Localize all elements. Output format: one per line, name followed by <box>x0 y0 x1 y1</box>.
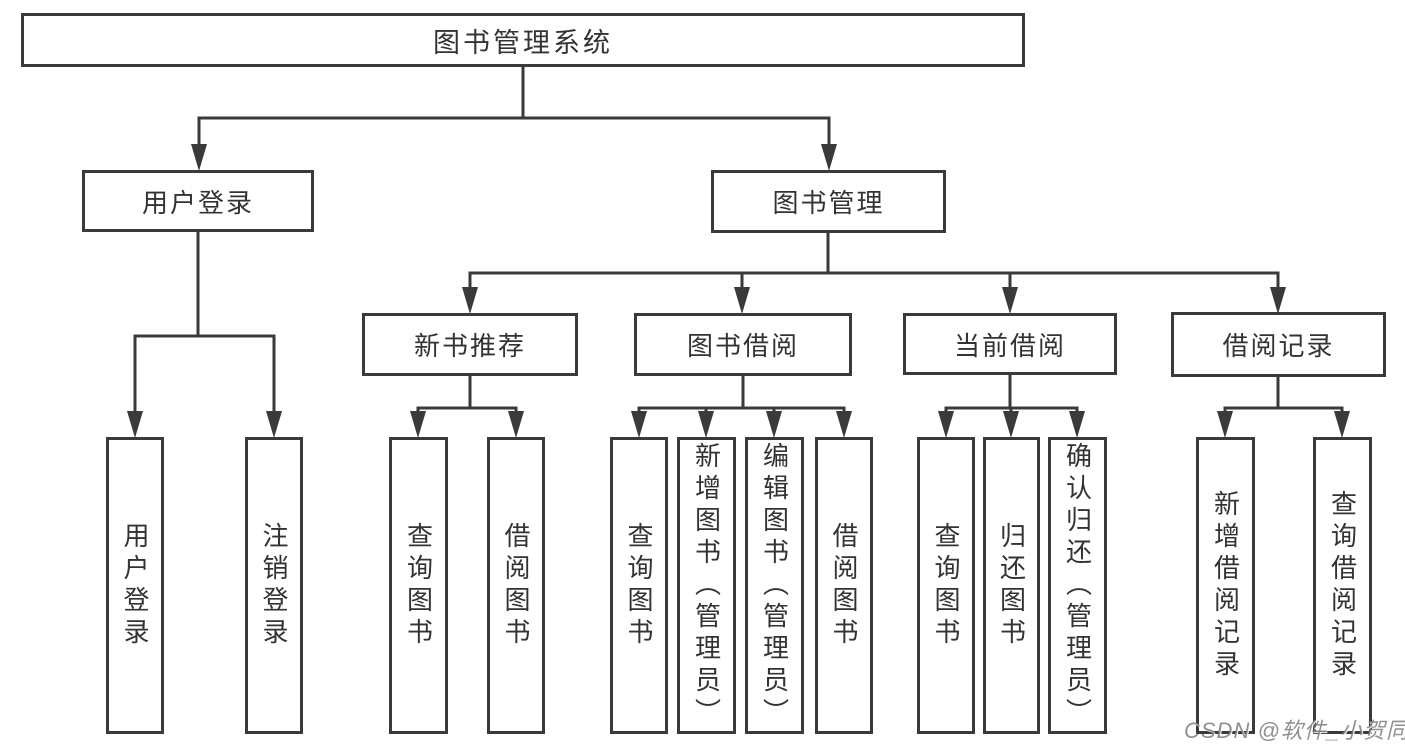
node-label: 归还图书 <box>996 521 1027 650</box>
node-label: 图书管理系统 <box>433 27 613 58</box>
leaf-edit-book-admin: 编辑图书（管理员） <box>745 437 804 734</box>
leaf-query-borrow-record: 查询借阅记录 <box>1313 437 1372 734</box>
leaf-add-borrow-record: 新增借阅记录 <box>1196 437 1255 734</box>
leaf-confirm-return-admin: 确认归还（管理员） <box>1048 437 1107 734</box>
leaf-borrow-query-book: 查询图书 <box>610 437 668 734</box>
node-label: 用户登录 <box>120 521 150 650</box>
arrow-down-icon <box>410 411 426 438</box>
node-label: 查询借阅记录 <box>1327 489 1358 682</box>
watermark: CSDN @软件_小贺同学 <box>1184 718 1405 743</box>
arrow-down-icon <box>1334 411 1350 438</box>
leaf-add-book-admin: 新增图书（管理员） <box>677 437 736 734</box>
connector-borrowrecord-to-leaves <box>1223 377 1344 414</box>
node-label: 借阅记录 <box>1222 331 1335 361</box>
node-label: 查询图书 <box>403 521 434 650</box>
node-label: 查询图书 <box>624 521 654 650</box>
node-library-management-system: 图书管理系统 <box>21 13 1025 67</box>
leaf-newrec-query-book: 查询图书 <box>389 437 448 734</box>
leaf-borrow-borrow-book: 借阅图书 <box>815 437 873 734</box>
arrow-down-icon <box>1270 287 1286 314</box>
node-book-management: 图书管理 <box>711 170 946 233</box>
node-label: 图书管理 <box>772 188 885 218</box>
leaf-current-query-book: 查询图书 <box>917 437 975 734</box>
node-book-borrow: 图书借阅 <box>634 313 852 376</box>
connector-currentborrow-to-leaves <box>944 375 1079 414</box>
node-label: 用户登录 <box>141 187 254 218</box>
arrow-down-icon <box>462 287 478 314</box>
node-label: 确认归还（管理员） <box>1062 441 1093 730</box>
arrow-down-icon <box>821 144 837 171</box>
arrow-down-icon <box>191 144 207 171</box>
arrow-down-icon <box>938 411 954 438</box>
arrow-down-icon <box>127 411 143 438</box>
node-label: 借阅图书 <box>829 521 859 650</box>
connector-bookborrow-to-leaves <box>637 376 846 414</box>
leaf-newrec-borrow-book: 借阅图书 <box>487 437 545 734</box>
connector-newrec-to-leaves <box>416 376 518 414</box>
arrow-down-icon <box>1002 287 1018 314</box>
node-label: 借阅图书 <box>501 521 531 650</box>
arrow-down-icon <box>1003 411 1019 438</box>
connector-root-to-level1 <box>197 67 831 148</box>
arrow-down-icon <box>1217 411 1233 438</box>
node-new-book-recommend: 新书推荐 <box>362 313 578 376</box>
arrow-down-icon <box>698 411 714 438</box>
node-label: 编辑图书（管理员） <box>759 441 790 730</box>
arrow-down-icon <box>631 411 647 438</box>
node-label: 查询图书 <box>931 521 961 650</box>
connector-bookmgmt-to-level2 <box>468 233 1280 290</box>
node-borrow-record: 借阅记录 <box>1171 312 1386 377</box>
arrow-down-icon <box>508 411 524 438</box>
node-label: 注销登录 <box>259 521 289 650</box>
node-label: 当前借阅 <box>953 330 1066 361</box>
arrow-down-icon <box>836 411 852 438</box>
arrowheads <box>127 144 1350 438</box>
node-label: 新增借阅记录 <box>1210 489 1241 682</box>
arrow-down-icon <box>766 411 782 438</box>
arrow-down-icon <box>734 287 750 314</box>
connector-userlogin-to-leaves <box>133 232 276 414</box>
node-current-borrow: 当前借阅 <box>903 313 1117 375</box>
node-label: 新增图书（管理员） <box>691 441 722 730</box>
leaf-user-login: 用户登录 <box>106 437 164 734</box>
node-label: 新书推荐 <box>413 331 526 361</box>
leaf-return-book: 归还图书 <box>983 437 1040 734</box>
leaf-logout-login: 注销登录 <box>245 437 303 734</box>
node-label: 图书借阅 <box>686 331 799 361</box>
node-user-login: 用户登录 <box>82 170 314 232</box>
arrow-down-icon <box>266 411 282 438</box>
arrow-down-icon <box>1069 411 1085 438</box>
